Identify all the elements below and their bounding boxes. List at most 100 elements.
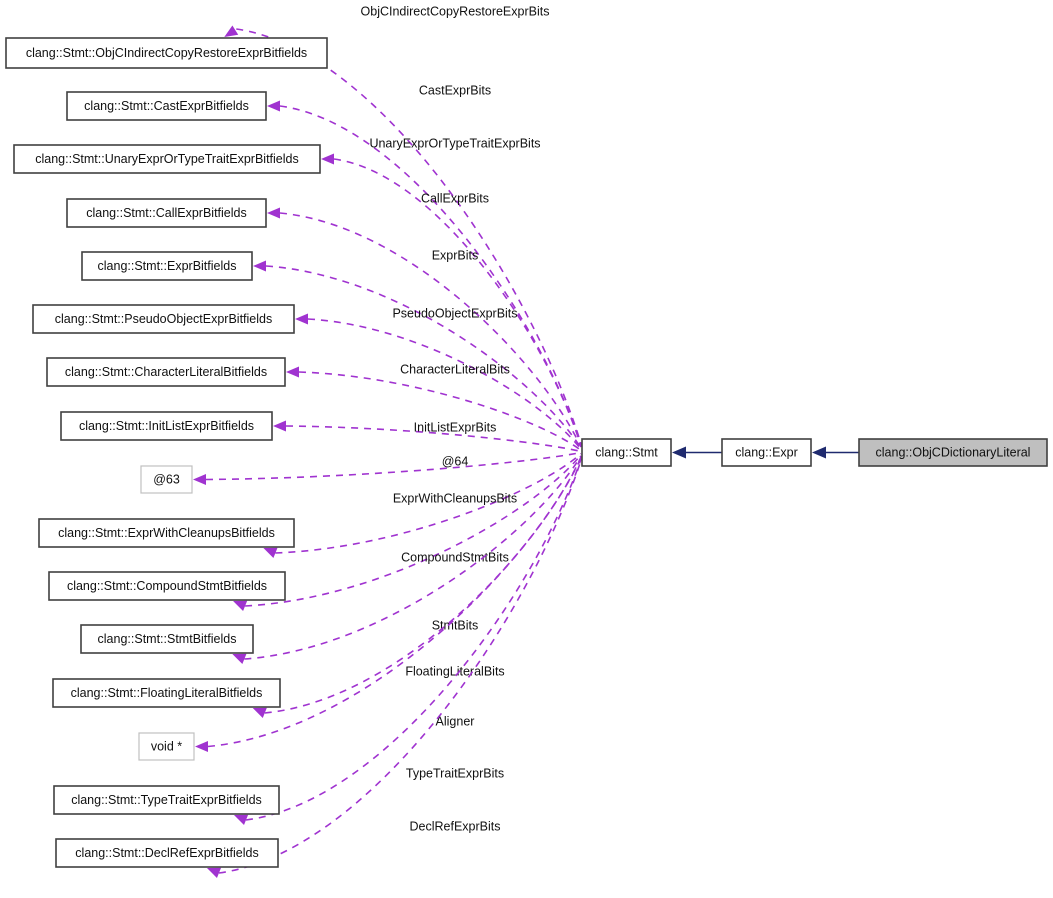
- usage-edge: [298, 371, 582, 451]
- node-box[interactable]: [138, 732, 195, 761]
- node-box[interactable]: [66, 91, 267, 121]
- usage-arrowhead: [252, 707, 267, 718]
- node-m4[interactable]: clang::Stmt::ExprBitfields: [81, 251, 253, 281]
- edge-label: ExprWithCleanupsBits: [393, 491, 517, 505]
- usage-edge: [307, 318, 582, 450]
- usage-edge: [218, 460, 582, 874]
- node-label: clang::Stmt::TypeTraitExprBitfields: [71, 793, 262, 807]
- node-label: clang::Stmt::ExprBitfields: [98, 259, 237, 273]
- usage-edge: [236, 28, 582, 444]
- node-m6[interactable]: clang::Stmt::CharacterLiteralBitfields: [46, 357, 286, 387]
- usage-edge: [333, 158, 582, 447]
- usage-edge: [207, 457, 582, 748]
- node-box[interactable]: [5, 37, 328, 69]
- node-m2[interactable]: clang::Stmt::UnaryExprOrTypeTraitExprBit…: [13, 144, 321, 174]
- node-label: clang::Stmt::DeclRefExprBitfields: [75, 846, 258, 860]
- edge-label: CharacterLiteralBits: [400, 362, 510, 376]
- node-box[interactable]: [140, 465, 193, 494]
- node-label: clang::Stmt::ExprWithCleanupsBitfields: [58, 526, 275, 540]
- edge-label: UnaryExprOrTypeTraitExprBits: [369, 136, 540, 150]
- edge-label: DeclRefExprBits: [410, 819, 501, 833]
- usage-edge: [245, 454, 582, 607]
- node-box[interactable]: [55, 838, 279, 868]
- usage-arrowhead: [233, 600, 248, 611]
- node-m3[interactable]: clang::Stmt::CallExprBitfields: [66, 198, 267, 228]
- usage-arrowhead: [267, 100, 280, 112]
- node-box[interactable]: [81, 251, 253, 281]
- usage-arrowhead: [224, 25, 239, 37]
- node-label: clang::Stmt::StmtBitfields: [98, 632, 237, 646]
- node-m1[interactable]: clang::Stmt::CastExprBitfields: [66, 91, 267, 121]
- node-label: @63: [153, 472, 180, 486]
- node-expr[interactable]: clang::Expr: [721, 438, 812, 467]
- usage-arrowhead: [232, 653, 247, 664]
- node-m14[interactable]: clang::Stmt::TypeTraitExprBitfields: [53, 785, 280, 815]
- edge-label: Aligner: [436, 714, 475, 728]
- node-label: clang::ObjCDictionaryLiteral: [876, 445, 1031, 459]
- node-box[interactable]: [60, 411, 273, 441]
- edge-label: InitListExprBits: [414, 420, 497, 434]
- node-label: clang::Stmt::InitListExprBitfields: [79, 419, 254, 433]
- node-box[interactable]: [13, 144, 321, 174]
- node-box[interactable]: [581, 438, 672, 467]
- node-label: clang::Stmt::CastExprBitfields: [84, 99, 249, 113]
- node-m15[interactable]: clang::Stmt::DeclRefExprBitfields: [55, 838, 279, 868]
- usage-edge: [285, 425, 582, 453]
- usage-edge-group: ObjCIndirectCopyRestoreExprBitsCastExprB…: [193, 4, 582, 878]
- usage-arrowhead: [253, 260, 266, 272]
- node-box[interactable]: [52, 678, 281, 708]
- inheritance-arrowhead: [672, 446, 686, 459]
- usage-edge: [265, 265, 582, 449]
- edge-label: ObjCIndirectCopyRestoreExprBits: [361, 4, 550, 18]
- node-label: clang::Stmt::ObjCIndirectCopyRestoreExpr…: [26, 46, 307, 60]
- node-m13[interactable]: void *: [138, 732, 195, 761]
- node-box[interactable]: [721, 438, 812, 467]
- node-box[interactable]: [32, 304, 295, 334]
- node-box[interactable]: [38, 518, 295, 548]
- usage-arrowhead: [321, 153, 334, 165]
- usage-edge: [264, 456, 582, 714]
- node-box[interactable]: [80, 624, 254, 654]
- node-m7[interactable]: clang::Stmt::InitListExprBitfields: [60, 411, 273, 441]
- node-box[interactable]: [53, 785, 280, 815]
- node-m11[interactable]: clang::Stmt::StmtBitfields: [80, 624, 254, 654]
- usage-edge: [205, 451, 582, 481]
- node-objcdict[interactable]: clang::ObjCDictionaryLiteral: [858, 438, 1048, 467]
- node-label: void *: [151, 739, 182, 753]
- node-box[interactable]: [48, 571, 286, 601]
- node-label: clang::Stmt::PseudoObjectExprBitfields: [55, 312, 272, 326]
- edge-label: CallExprBits: [421, 191, 489, 205]
- usage-arrowhead: [273, 420, 286, 432]
- node-label: clang::Stmt::UnaryExprOrTypeTraitExprBit…: [35, 152, 299, 166]
- usage-arrowhead: [234, 814, 249, 825]
- node-label: clang::Stmt::CompoundStmtBitfields: [67, 579, 267, 593]
- node-m8[interactable]: @63: [140, 465, 193, 494]
- usage-arrowhead: [286, 366, 299, 378]
- node-box[interactable]: [858, 438, 1048, 467]
- edge-label: PseudoObjectExprBits: [392, 306, 517, 320]
- node-box[interactable]: [46, 357, 286, 387]
- inheritance-arrowhead: [812, 446, 826, 459]
- node-box[interactable]: [66, 198, 267, 228]
- edge-label: @64: [442, 454, 469, 468]
- edge-label: StmtBits: [432, 618, 479, 632]
- node-m10[interactable]: clang::Stmt::CompoundStmtBitfields: [48, 571, 286, 601]
- usage-edge: [244, 455, 582, 660]
- usage-arrowhead: [193, 474, 206, 485]
- node-m12[interactable]: clang::Stmt::FloatingLiteralBitfields: [52, 678, 281, 708]
- usage-arrowhead: [263, 547, 278, 558]
- node-label: clang::Stmt::CallExprBitfields: [86, 206, 246, 220]
- edge-label: TypeTraitExprBits: [406, 766, 504, 780]
- node-label: clang::Expr: [735, 445, 798, 459]
- edge-label: CastExprBits: [419, 83, 491, 97]
- usage-arrowhead: [195, 741, 208, 752]
- inheritance-edge-group: [672, 446, 859, 459]
- node-m5[interactable]: clang::Stmt::PseudoObjectExprBitfields: [32, 304, 295, 334]
- node-stmt[interactable]: clang::Stmt: [581, 438, 672, 467]
- edge-label: FloatingLiteralBits: [405, 664, 504, 678]
- node-m0[interactable]: clang::Stmt::ObjCIndirectCopyRestoreExpr…: [5, 37, 328, 69]
- node-m9[interactable]: clang::Stmt::ExprWithCleanupsBitfields: [38, 518, 295, 548]
- node-label: clang::Stmt: [595, 445, 658, 459]
